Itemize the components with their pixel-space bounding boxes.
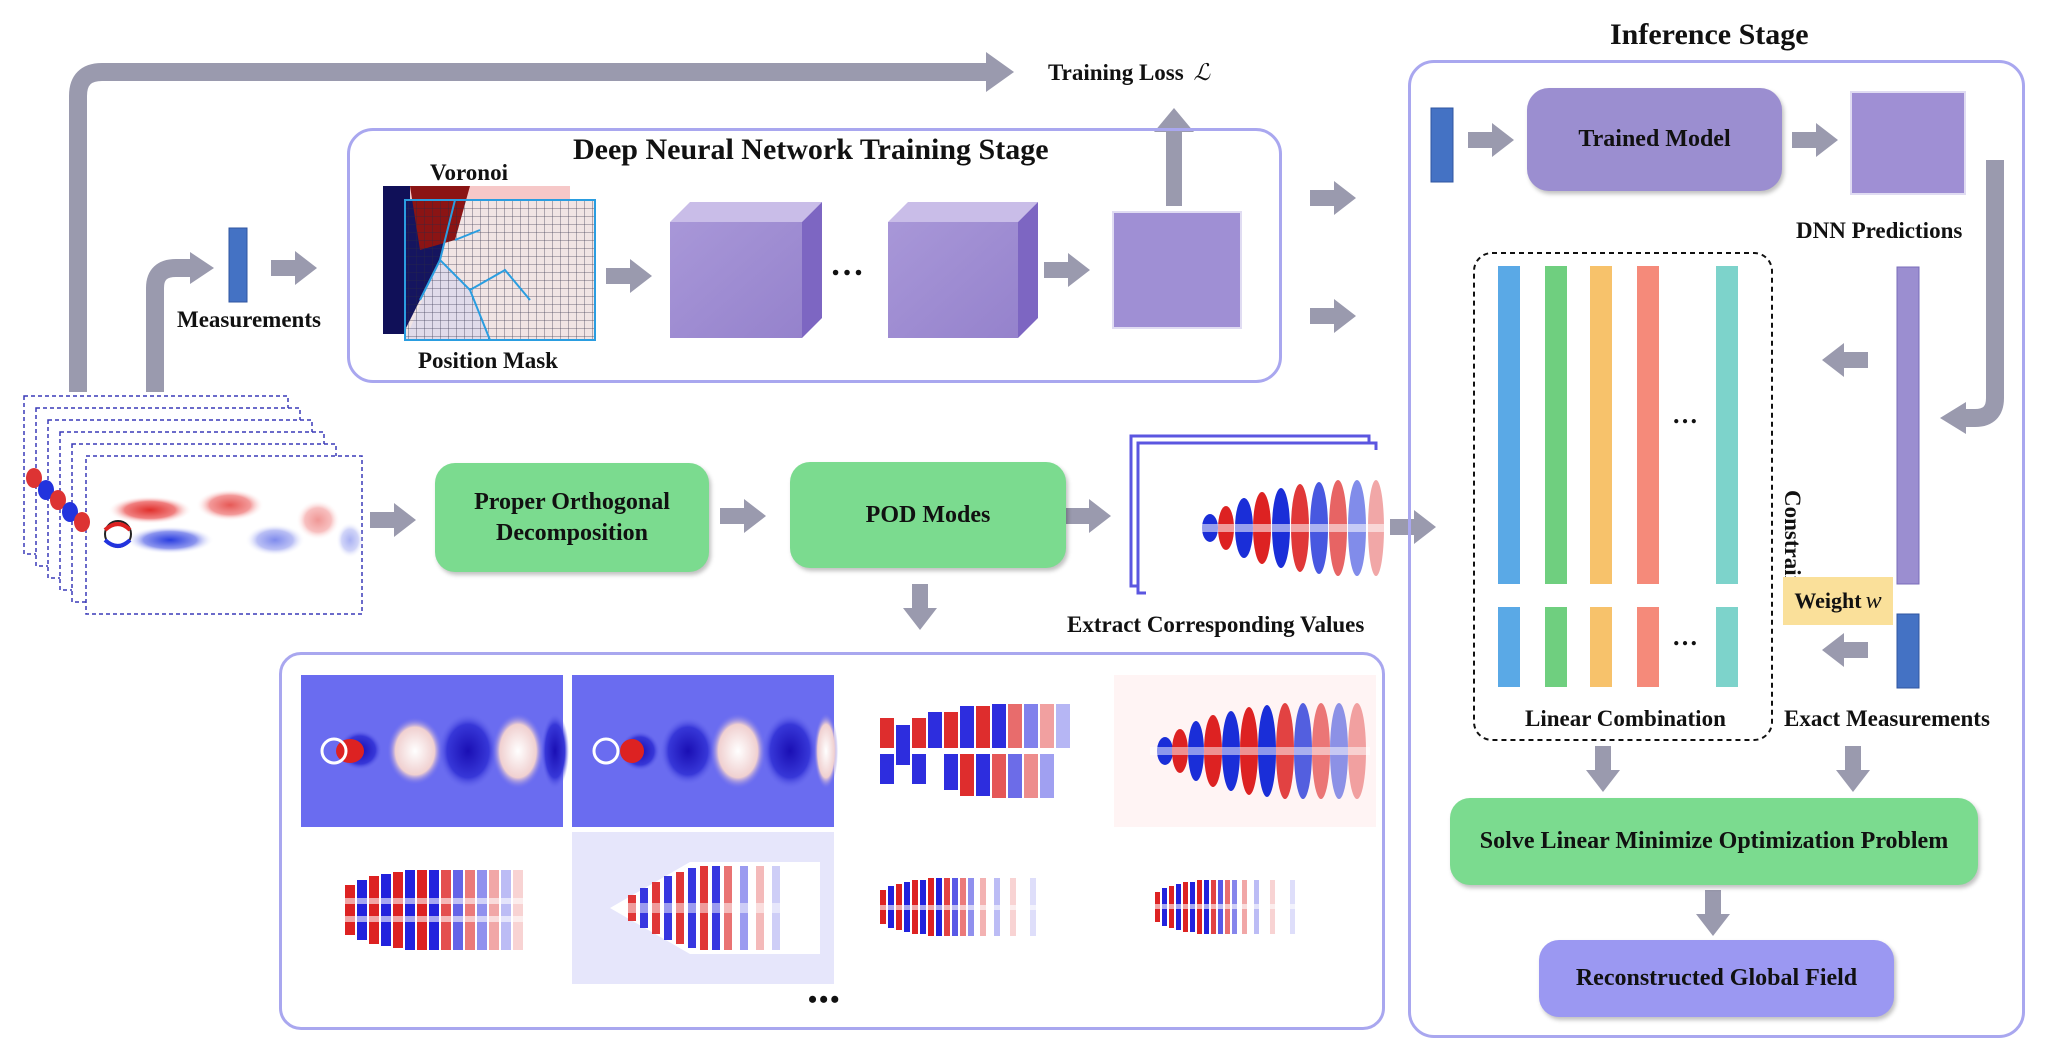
cube-ellipsis: …: [830, 246, 864, 283]
measurement-bar: [228, 227, 248, 303]
weight-box: Weight w: [1783, 577, 1893, 625]
stack-to-measurement-arrow: [146, 259, 196, 392]
training-loss-symbol: ℒ: [1193, 60, 1211, 85]
pod-modes-more: •••: [808, 985, 842, 1014]
lc-ellipsis-bottom: …: [1672, 622, 1698, 651]
pod-decomposition-box: Proper Orthogonal Decomposition: [435, 463, 709, 572]
linear-combination-box: [1473, 252, 1773, 741]
exact-measurement-bar: [1896, 613, 1920, 689]
return-arrow: [1960, 160, 2004, 427]
training-stage-title: Deep Neural Network Training Stage: [573, 133, 1049, 166]
cube-1: [670, 202, 822, 338]
training-loss-text: Training Loss: [1048, 60, 1184, 85]
training-output-square: [1112, 211, 1242, 329]
solve-optimization-box: Solve Linear Minimize Optimization Probl…: [1450, 798, 1978, 885]
linear-combination-label: Linear Combination: [1525, 706, 1726, 731]
inference-stage-title: Inference Stage: [1610, 18, 1809, 51]
mode-4: [1114, 675, 1376, 827]
dnn-prediction-square: [1850, 91, 1966, 195]
mode-2: [572, 675, 838, 827]
mode-8: [1114, 832, 1376, 984]
mode-3: [843, 675, 1105, 827]
voronoi-label: Voronoi: [430, 160, 508, 185]
loss-up-arrow-head: [1154, 108, 1194, 132]
snapshot-stack: [23, 395, 364, 615]
top-loss-arrow-head: [986, 52, 1014, 92]
dnn-prediction-bar: [1896, 266, 1920, 585]
mode-7: [843, 832, 1105, 984]
measurements-label: Measurements: [177, 307, 321, 332]
inference-stage-frame: [1408, 60, 2025, 1038]
loss-up-arrow-shaft: [1166, 130, 1182, 206]
mode-6: [572, 832, 834, 984]
mode-5: [301, 832, 563, 984]
exact-measurements-label: Exact Measurements: [1784, 706, 1990, 731]
dnn-predictions-label: DNN Predictions: [1796, 218, 1963, 243]
mode-1: [301, 675, 569, 827]
reconstructed-field-box: Reconstructed Global Field: [1539, 940, 1894, 1017]
pod-modes-frame: [279, 652, 1385, 1030]
pod-modes-grid: [301, 675, 1376, 984]
extract-values-label: Extract Corresponding Values: [1067, 612, 1365, 637]
training-loss-label: Training Loss ℒ: [1048, 60, 1210, 86]
cube-2: [888, 202, 1038, 338]
top-loss-arrow-shaft: [69, 63, 990, 392]
mode-card-stack: [1129, 434, 1386, 600]
voronoi-image: [383, 186, 596, 341]
training-stage-frame: [347, 128, 1282, 383]
position-mask-label: Position Mask: [418, 348, 558, 373]
inference-measurement-bar: [1430, 107, 1454, 183]
pod-modes-box: POD Modes: [790, 462, 1066, 568]
weight-text: Weight: [1794, 588, 1862, 613]
weight-symbol: w: [1865, 587, 1882, 614]
lc-ellipsis-top: …: [1672, 400, 1698, 429]
trained-model-box: Trained Model: [1527, 88, 1782, 191]
